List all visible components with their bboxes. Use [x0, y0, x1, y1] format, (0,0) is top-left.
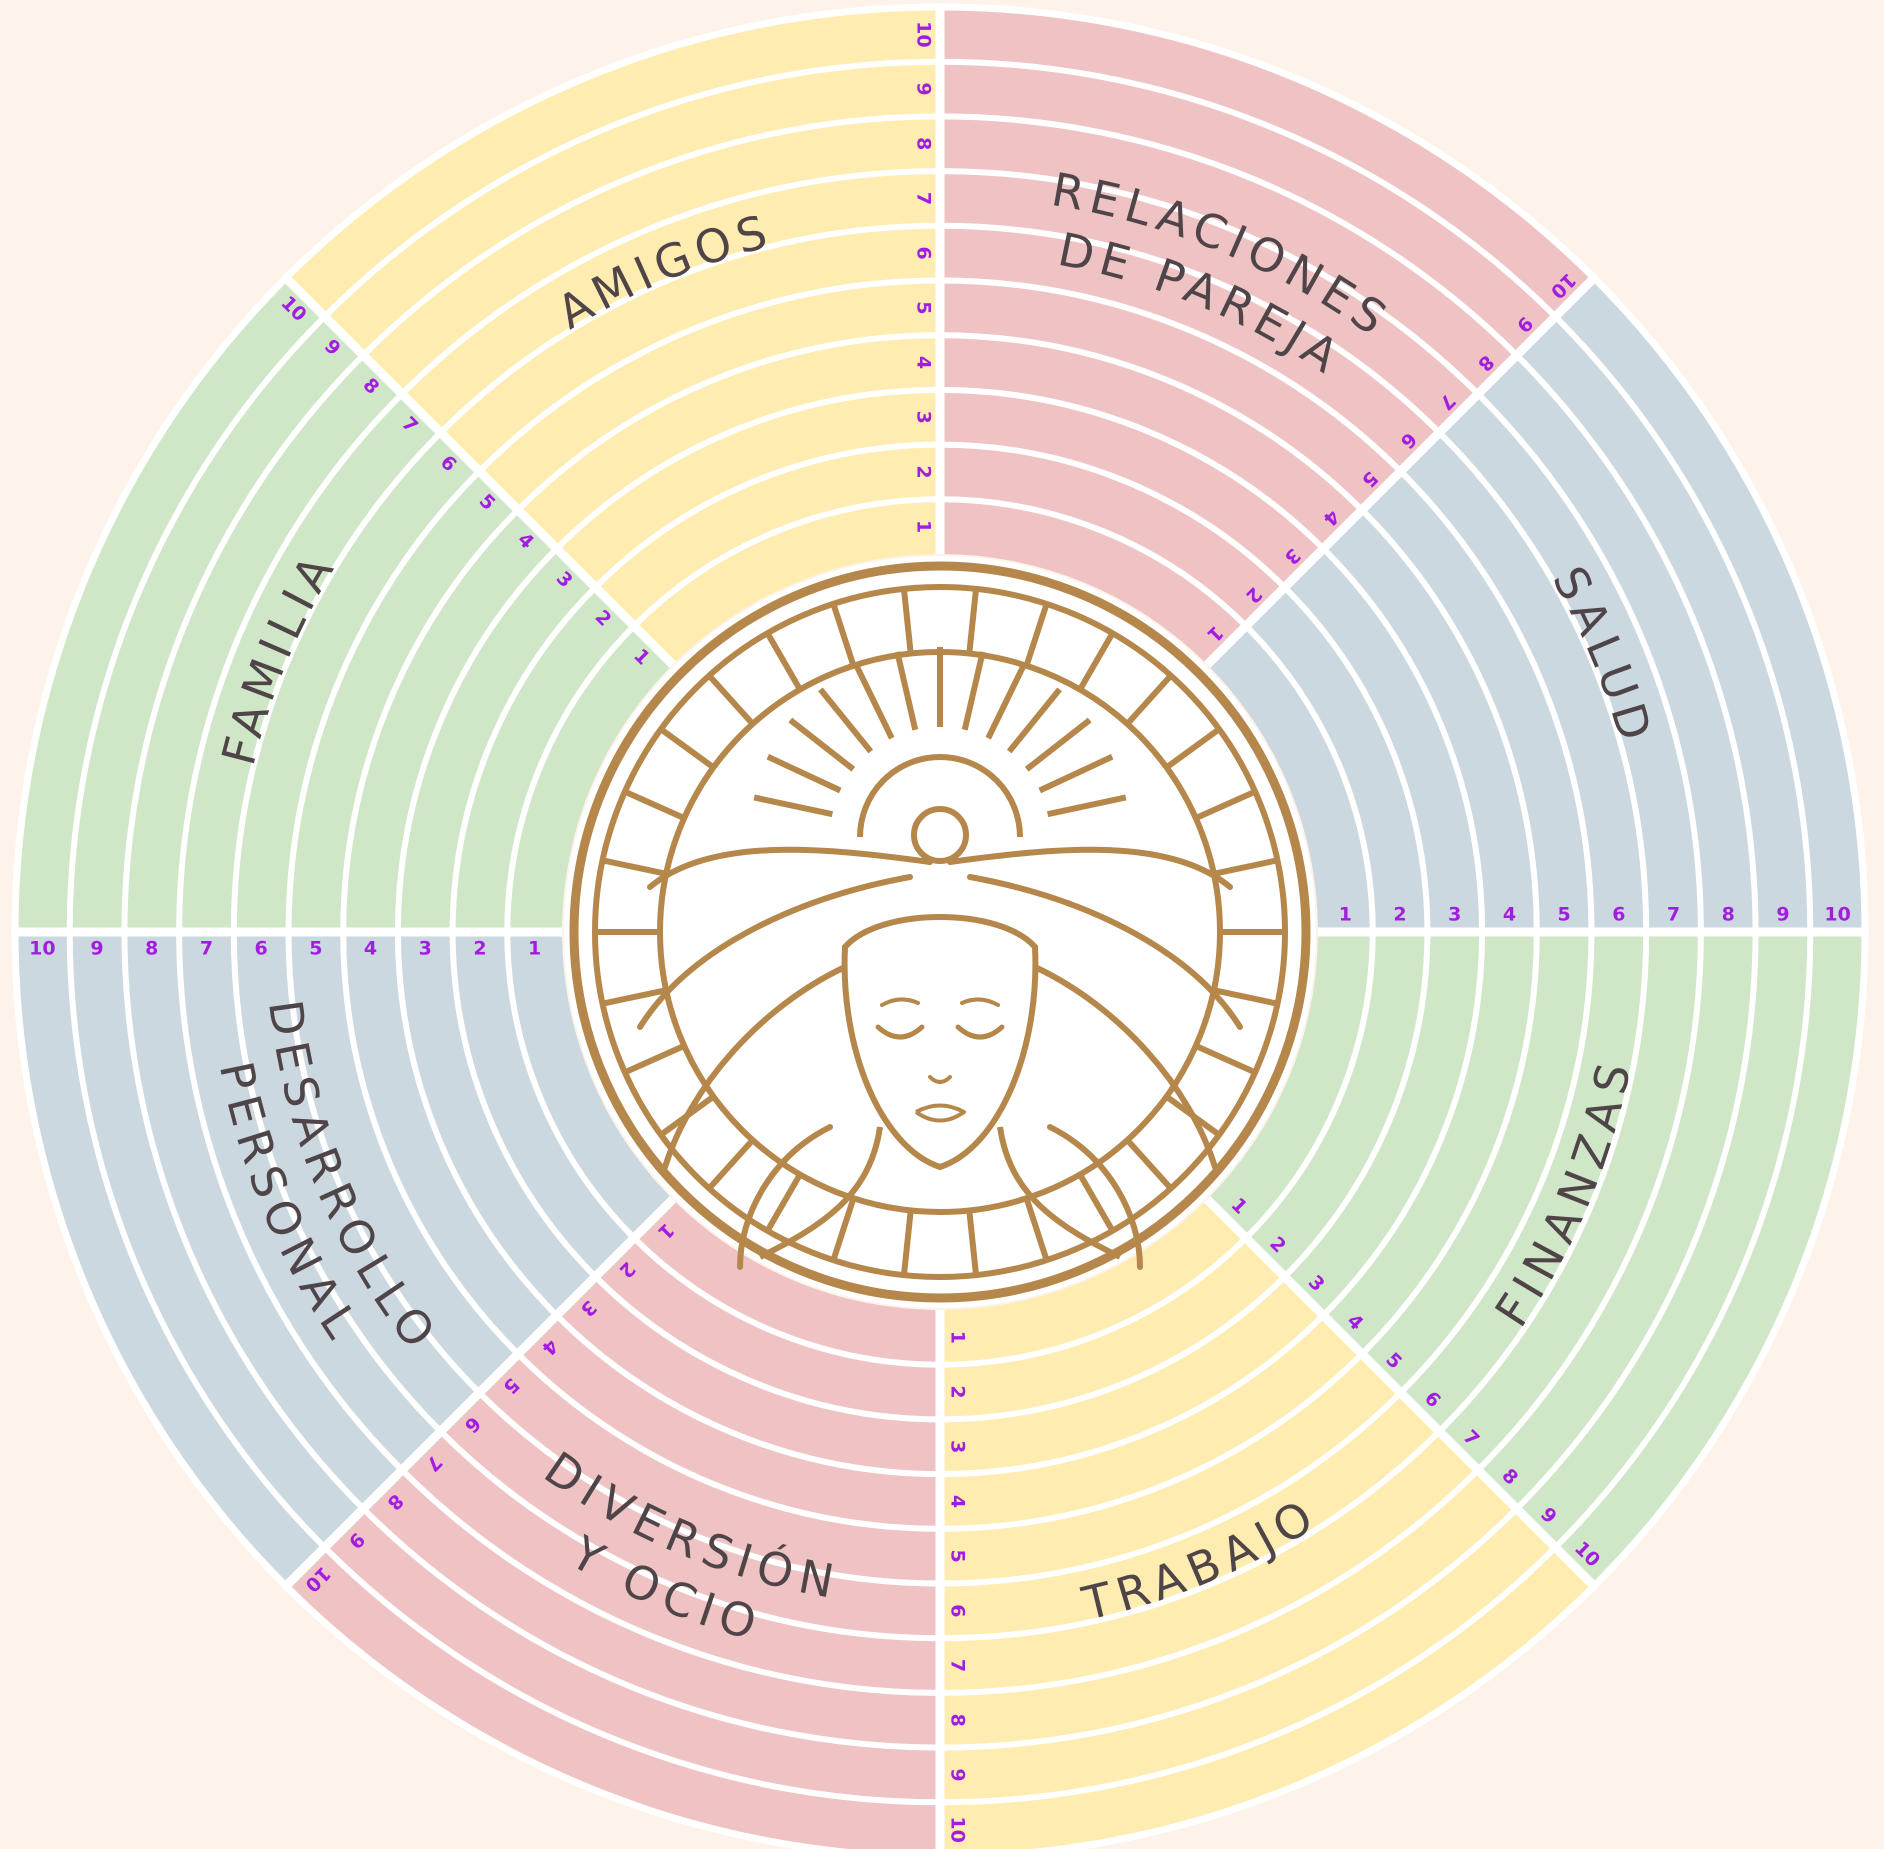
scale-number: 6 — [947, 1604, 969, 1617]
scale-number: 4 — [1503, 904, 1516, 926]
scale-number: 1 — [528, 938, 541, 960]
scale-number: 1 — [947, 1331, 969, 1344]
scale-number: 9 — [947, 1768, 969, 1781]
scale-number: 8 — [1722, 904, 1735, 926]
scale-number: 1 — [1339, 904, 1352, 926]
scale-number: 4 — [913, 356, 935, 369]
scale-number: 3 — [947, 1440, 969, 1453]
scale-number: 2 — [913, 465, 935, 478]
scale-number: 3 — [1448, 904, 1461, 926]
scale-number: 5 — [1558, 904, 1571, 926]
scale-number: 8 — [145, 938, 158, 960]
scale-number: 2 — [947, 1385, 969, 1398]
woman-sunburst-emblem-icon — [564, 556, 1316, 1308]
scale-number: 10 — [29, 938, 55, 960]
scale-number: 9 — [1776, 904, 1789, 926]
scale-number: 8 — [947, 1714, 969, 1727]
scale-number: 9 — [90, 938, 103, 960]
scale-number: 10 — [1824, 904, 1850, 926]
scale-number: 2 — [473, 938, 486, 960]
scale-number: 5 — [947, 1550, 969, 1563]
scale-number: 2 — [1393, 904, 1406, 926]
scale-number: 6 — [1612, 904, 1625, 926]
scale-number: 1 — [913, 520, 935, 533]
scale-number: 5 — [913, 301, 935, 314]
scale-number: 3 — [913, 411, 935, 424]
scale-number: 7 — [947, 1659, 969, 1672]
scale-number: 10 — [913, 21, 935, 47]
scale-number: 6 — [913, 247, 935, 260]
scale-number: 4 — [947, 1495, 969, 1508]
scale-number: 5 — [309, 938, 322, 960]
scale-number: 6 — [255, 938, 268, 960]
scale-number: 4 — [364, 938, 377, 960]
scale-number: 7 — [913, 192, 935, 205]
scale-number: 7 — [1667, 904, 1680, 926]
scale-number: 3 — [419, 938, 432, 960]
scale-number: 7 — [200, 938, 213, 960]
scale-number: 8 — [913, 137, 935, 150]
scale-number: 9 — [913, 82, 935, 95]
scale-number: 10 — [947, 1816, 969, 1842]
